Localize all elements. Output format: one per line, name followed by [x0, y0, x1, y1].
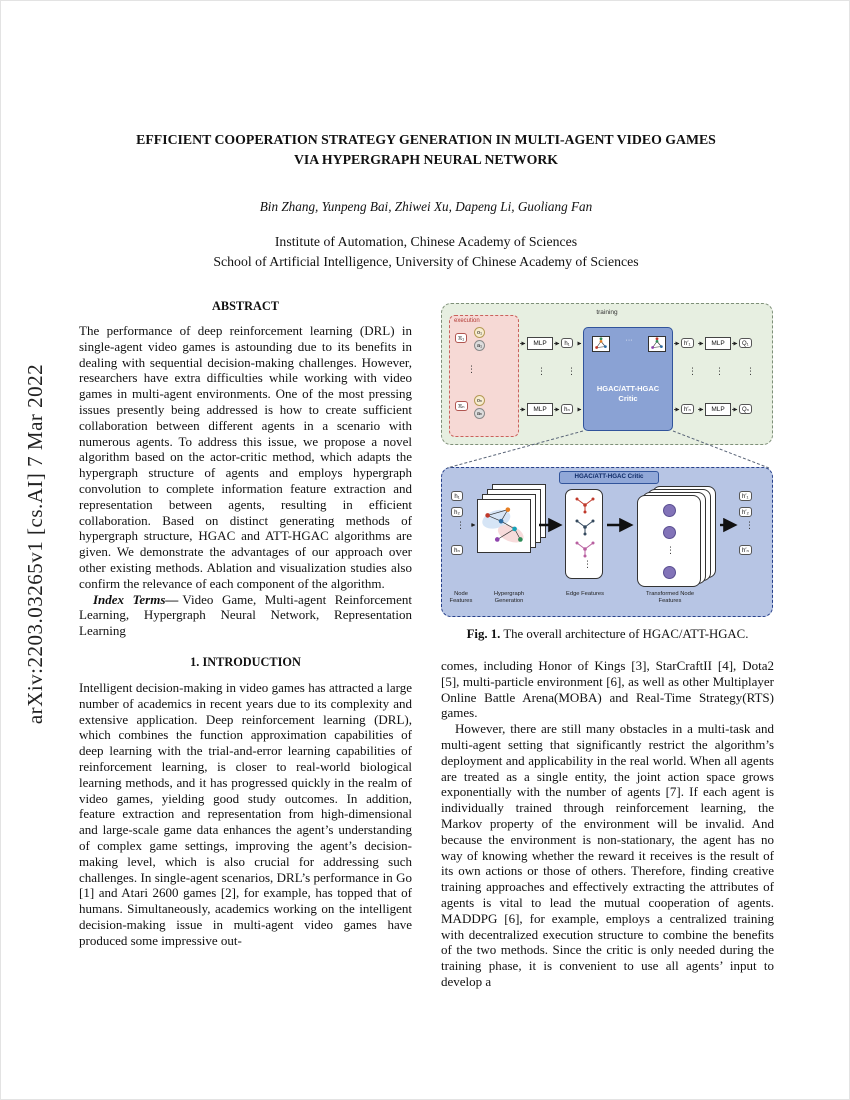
affiliation-block: Institute of Automation, Chinese Academy… — [79, 232, 773, 272]
transformed-node-circle — [663, 566, 676, 579]
mlp-left-vdots: ⋮ — [537, 366, 546, 376]
feature-hpN-label: h′ₙ — [681, 404, 694, 414]
transformed-node-circle — [663, 526, 676, 539]
output-vdots: ⋮ — [745, 520, 754, 530]
transformed-stack-front: ⋮ — [637, 495, 701, 587]
hypergraph-drawing — [482, 507, 524, 543]
node-hN-label: hₙ — [451, 545, 463, 555]
figure-architecture: training execution π₁ o₁ a₁ ⋮ πₙ oₙ aₙ M… — [441, 299, 775, 619]
authors-line: Bin Zhang, Yunpeng Bai, Zhiwei Xu, Dapen… — [259, 199, 593, 214]
label-edge-features: Edge Features — [565, 591, 605, 597]
policy-pi1-box: π₁ — [455, 333, 468, 343]
figure-caption: Fig. 1. The overall architecture of HGAC… — [441, 627, 774, 642]
introduction-text: Intelligent decision-making in video gam… — [79, 679, 412, 948]
edge-glyph-red — [573, 496, 597, 514]
section-heading-introduction: 1. INTRODUCTION — [190, 654, 301, 669]
q-column-vdots: ⋮ — [746, 366, 755, 376]
execution-label: execution — [454, 318, 480, 324]
node-h2-label: h₂ — [451, 507, 463, 517]
network-icon — [595, 337, 607, 349]
node-vdots: ⋮ — [456, 520, 465, 530]
mlp-box-right-N: MLP — [705, 403, 731, 416]
abstract-text: The performance of deep reinforcement le… — [79, 323, 412, 591]
output-hp2-label: h′₂ — [739, 507, 752, 517]
training-label: training — [596, 309, 618, 316]
observation-oN-node: oₙ — [474, 395, 485, 406]
critic-detail-title: HGAC/ATT-HGAC Critic — [559, 471, 659, 484]
feature-hp1-label: h′₁ — [681, 338, 694, 348]
action-aN-node: aₙ — [474, 408, 485, 419]
label-node-features: Node Features — [449, 591, 473, 604]
right-column: training execution π₁ o₁ a₁ ⋮ πₙ oₙ aₙ M… — [441, 299, 774, 990]
continuation-paragraph-2: However, there are still many obstacles … — [441, 721, 774, 989]
arxiv-watermark: arXiv:2203.03265v1 [cs.AI] 7 Mar 2022 — [23, 363, 47, 725]
observation-o1-node: o₁ — [474, 327, 485, 338]
edge-features-box: ⋮ — [565, 489, 603, 579]
action-a1-node: a₁ — [474, 340, 485, 351]
output-hpN-label: h′ₙ — [739, 545, 752, 555]
affiliation-line2: School of Artificial Intelligence, Unive… — [213, 254, 639, 269]
mlp-box-left-N: MLP — [527, 403, 553, 416]
h-column-vdots: ⋮ — [567, 366, 576, 376]
transformed-node-circle — [663, 504, 676, 517]
hypergraph-stack-front — [477, 499, 531, 553]
node-h1-label: h₁ — [451, 491, 463, 501]
edge-vdots: ⋮ — [583, 559, 592, 569]
hypergraph-thumbnail-icon — [648, 336, 666, 352]
affiliation-line1: Institute of Automation, Chinese Academy… — [274, 234, 578, 249]
edge-glyph-pink — [573, 540, 597, 558]
critic-box: ··· HGAC/ATT-HGAC Critic — [583, 327, 673, 431]
paper-title-line1: EFFICIENT COOPERATION STRATEGY GENERATIO… — [136, 132, 716, 147]
edge-glyph-dark — [573, 518, 597, 536]
left-column: ABSTRACT The performance of deep reinfor… — [79, 299, 412, 948]
critic-title: HGAC/ATT-HGAC Critic — [596, 384, 660, 403]
feature-h1-label: h₁ — [561, 338, 573, 348]
critic-ellipsis: ··· — [625, 337, 633, 344]
policy-piN-box: πₙ — [455, 401, 468, 411]
execution-vdots: ⋮ — [467, 364, 476, 374]
label-hypergraph-generation: Hypergraph Generation — [493, 591, 525, 604]
figure-caption-label: Fig. 1. — [466, 627, 501, 641]
paper-title: EFFICIENT COOPERATION STRATEGY GENERATIO… — [79, 130, 773, 169]
paper-title-line2: VIA HYPERGRAPH NEURAL NETWORK — [293, 151, 559, 167]
q-value-qN-label: Qₙ — [739, 404, 753, 414]
network-icon — [651, 337, 663, 349]
index-terms: Index Terms—Video Game, Multi-agent Rein… — [79, 592, 412, 639]
hp-column-vdots: ⋮ — [688, 366, 697, 376]
feature-hN-label: hₙ — [561, 404, 573, 414]
abstract-heading: ABSTRACT — [212, 299, 279, 313]
mlp-box-left-1: MLP — [527, 337, 553, 350]
output-hp1-label: h′₁ — [739, 491, 752, 501]
mlp-right-vdots: ⋮ — [715, 366, 724, 376]
mlp-box-right-1: MLP — [705, 337, 731, 350]
index-terms-label: Index Terms— — [93, 591, 179, 607]
figure-caption-text: The overall architecture of HGAC/ATT-HGA… — [503, 627, 749, 641]
continuation-paragraph-1: comes, including Honor of Kings [3], Sta… — [441, 658, 774, 721]
hypergraph-thumbnail-icon — [592, 336, 610, 352]
transformed-vdots: ⋮ — [666, 545, 675, 555]
label-transformed-node-features: Transformed Node Features — [645, 591, 695, 604]
index-terms-text: Video Game, Multi-agent Reinforcement Le… — [79, 591, 413, 639]
q-value-q1-label: Q₁ — [739, 338, 752, 348]
